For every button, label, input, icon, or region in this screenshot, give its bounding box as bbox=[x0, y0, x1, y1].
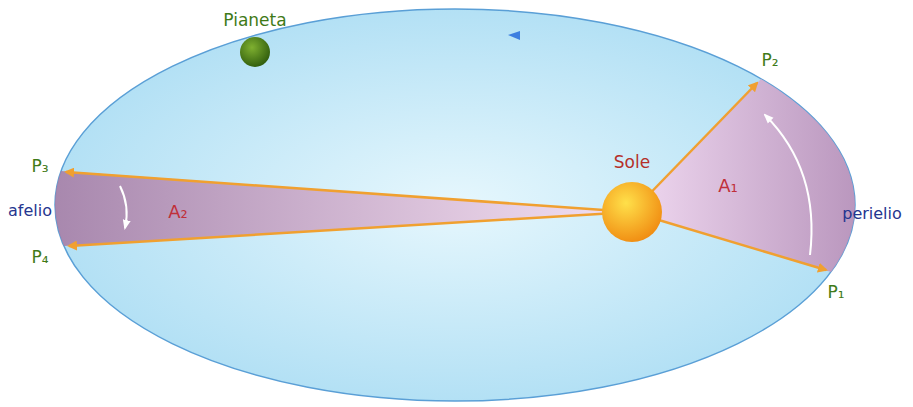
area-label: A₁ bbox=[718, 176, 738, 196]
point-label: P₂ bbox=[761, 51, 778, 70]
sun-label: Sole bbox=[614, 153, 650, 172]
perihelion-label: perielio bbox=[842, 205, 902, 223]
point-label: P₁ bbox=[827, 283, 844, 302]
area-label: A₂ bbox=[168, 202, 188, 222]
point-label: P₃ bbox=[31, 157, 48, 176]
aphelion-label: afelio bbox=[8, 202, 52, 220]
planet-label: Pianeta bbox=[223, 11, 286, 30]
point-label: P₄ bbox=[31, 248, 48, 267]
